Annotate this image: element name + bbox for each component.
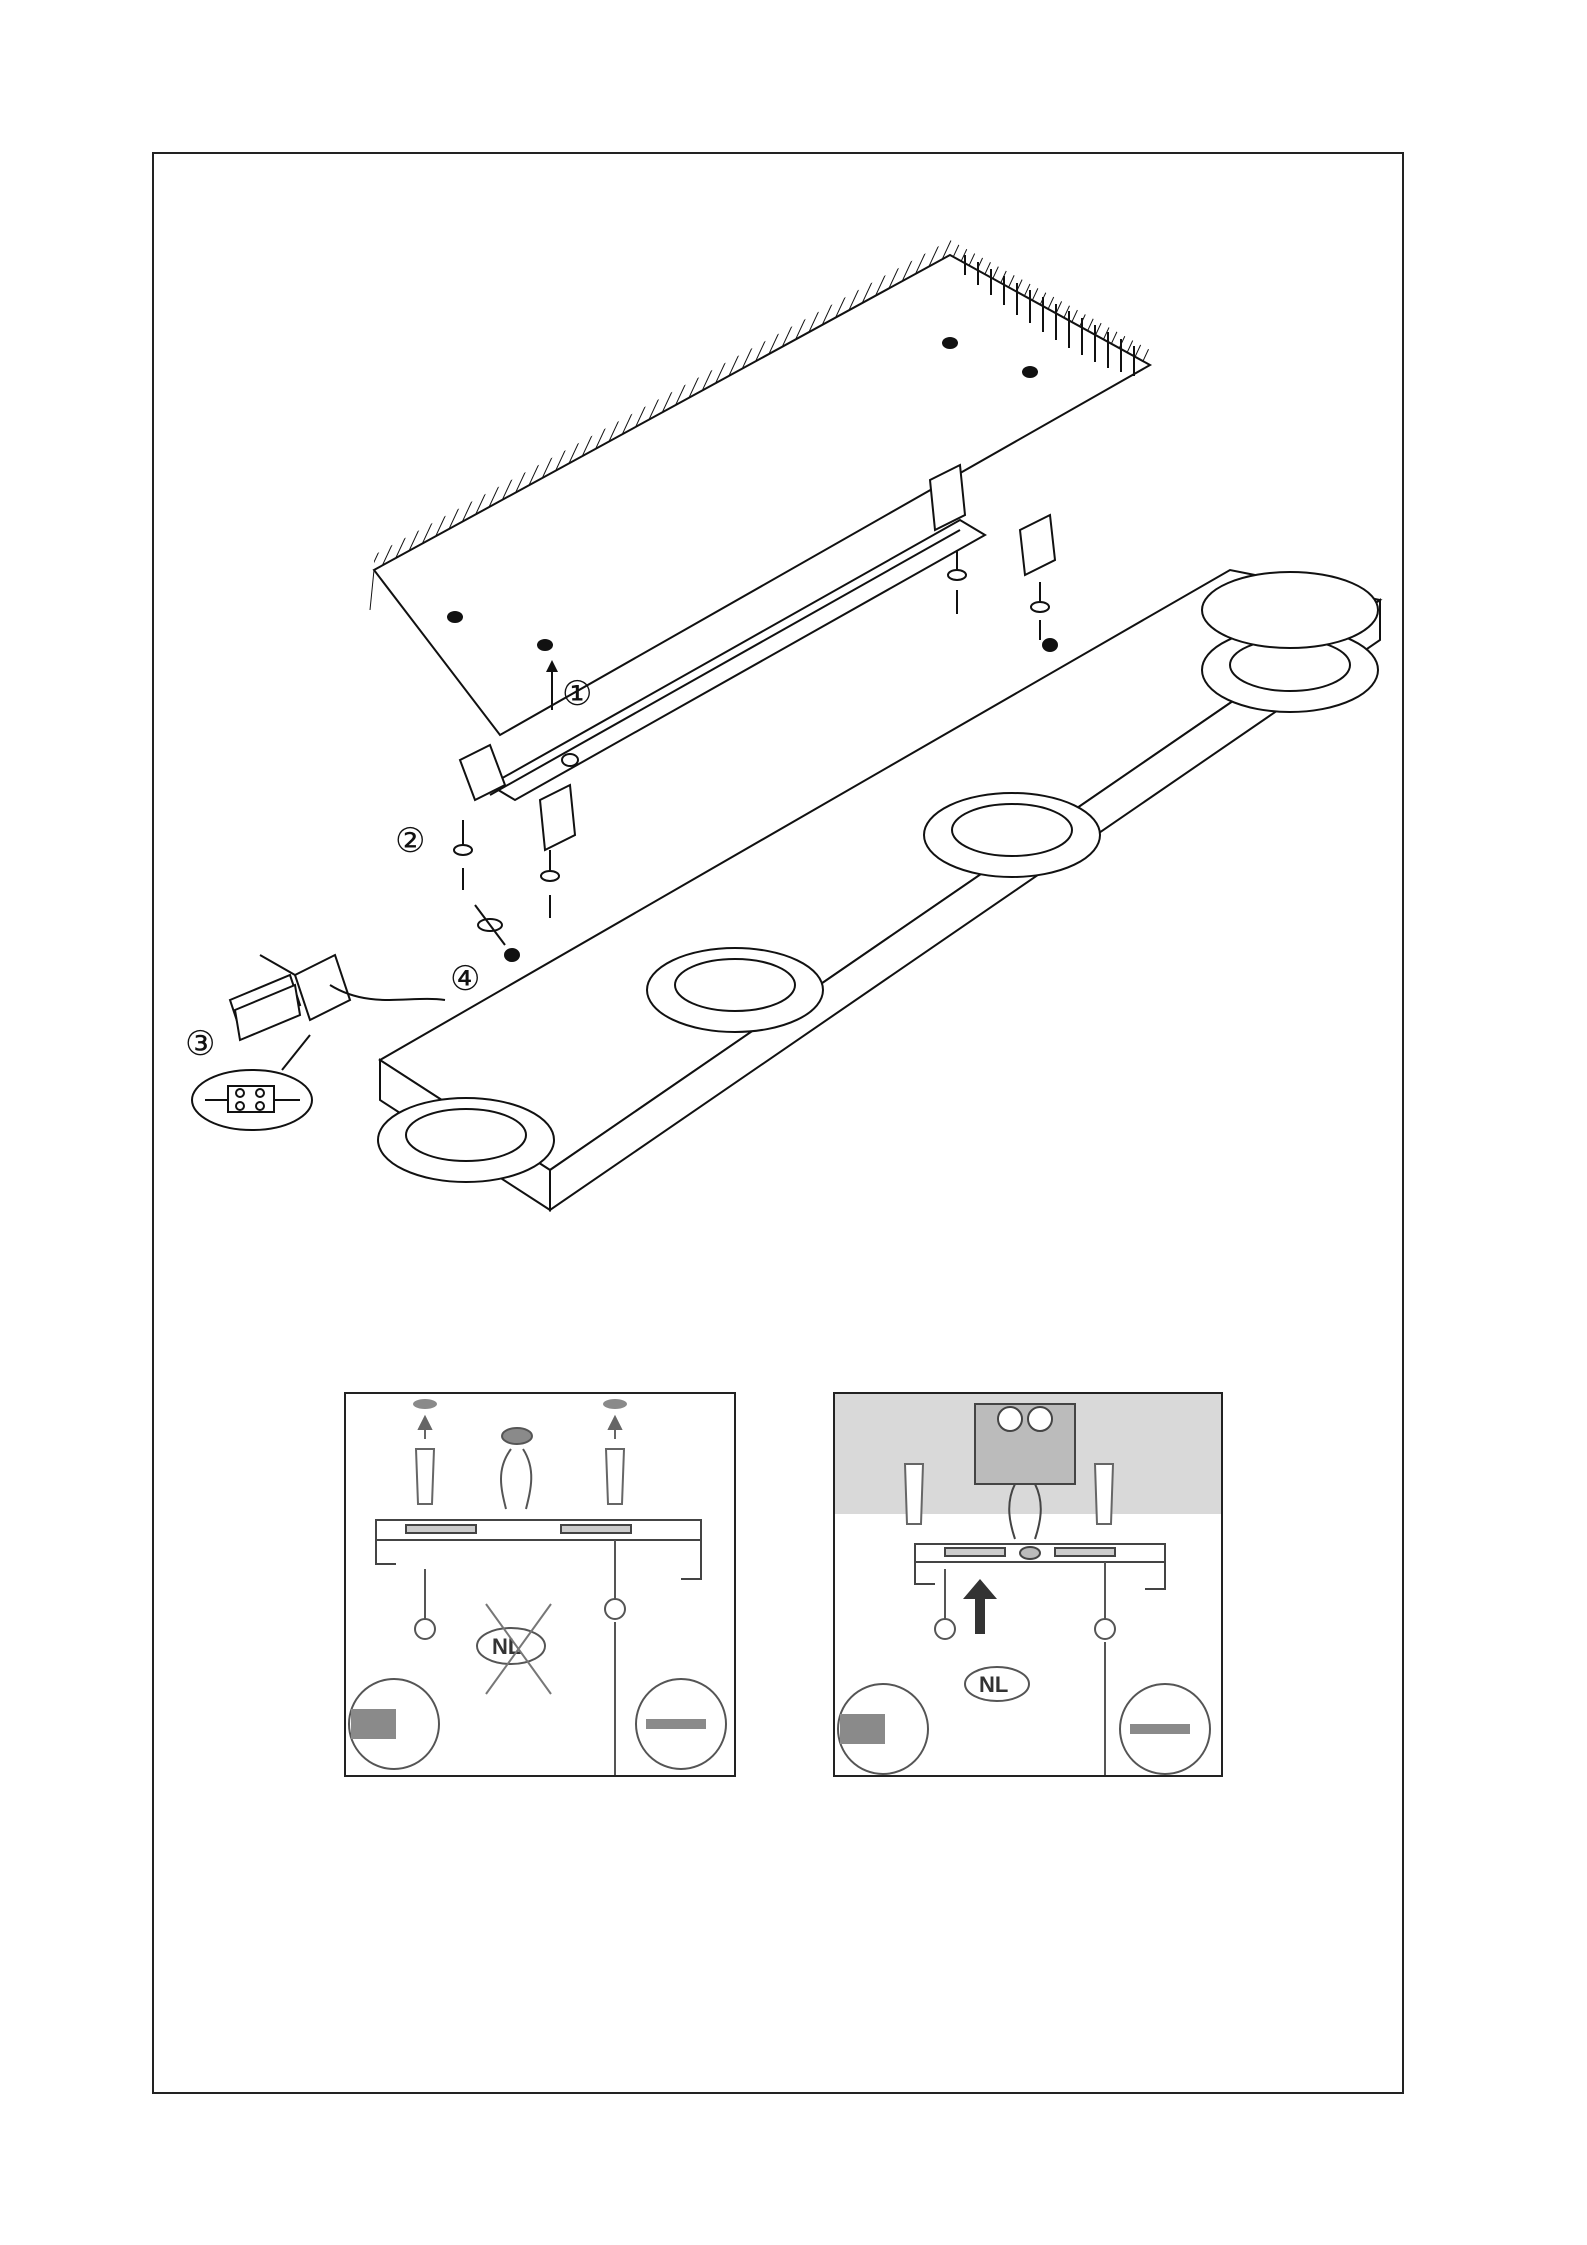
installation-panel-right: NL bbox=[833, 1392, 1223, 1777]
screw-top-right-1 bbox=[948, 550, 966, 614]
step-2-label: ② bbox=[395, 821, 425, 861]
nl-badge: NL bbox=[965, 1667, 1029, 1701]
svg-text:NL: NL bbox=[979, 1672, 1008, 1697]
step-4-label: ④ bbox=[450, 959, 480, 999]
connector-block bbox=[230, 955, 445, 1040]
installation-panel-left: NL bbox=[344, 1392, 736, 1777]
step-1-label: ① bbox=[562, 674, 592, 714]
step-4-screw bbox=[475, 905, 519, 961]
assembly-diagram: ① ② ④ bbox=[0, 0, 1587, 1300]
screw-top-right-2 bbox=[1031, 582, 1057, 651]
step-3-label: ③ bbox=[185, 1024, 215, 1064]
nl-crossed-badge: NL bbox=[477, 1604, 551, 1694]
